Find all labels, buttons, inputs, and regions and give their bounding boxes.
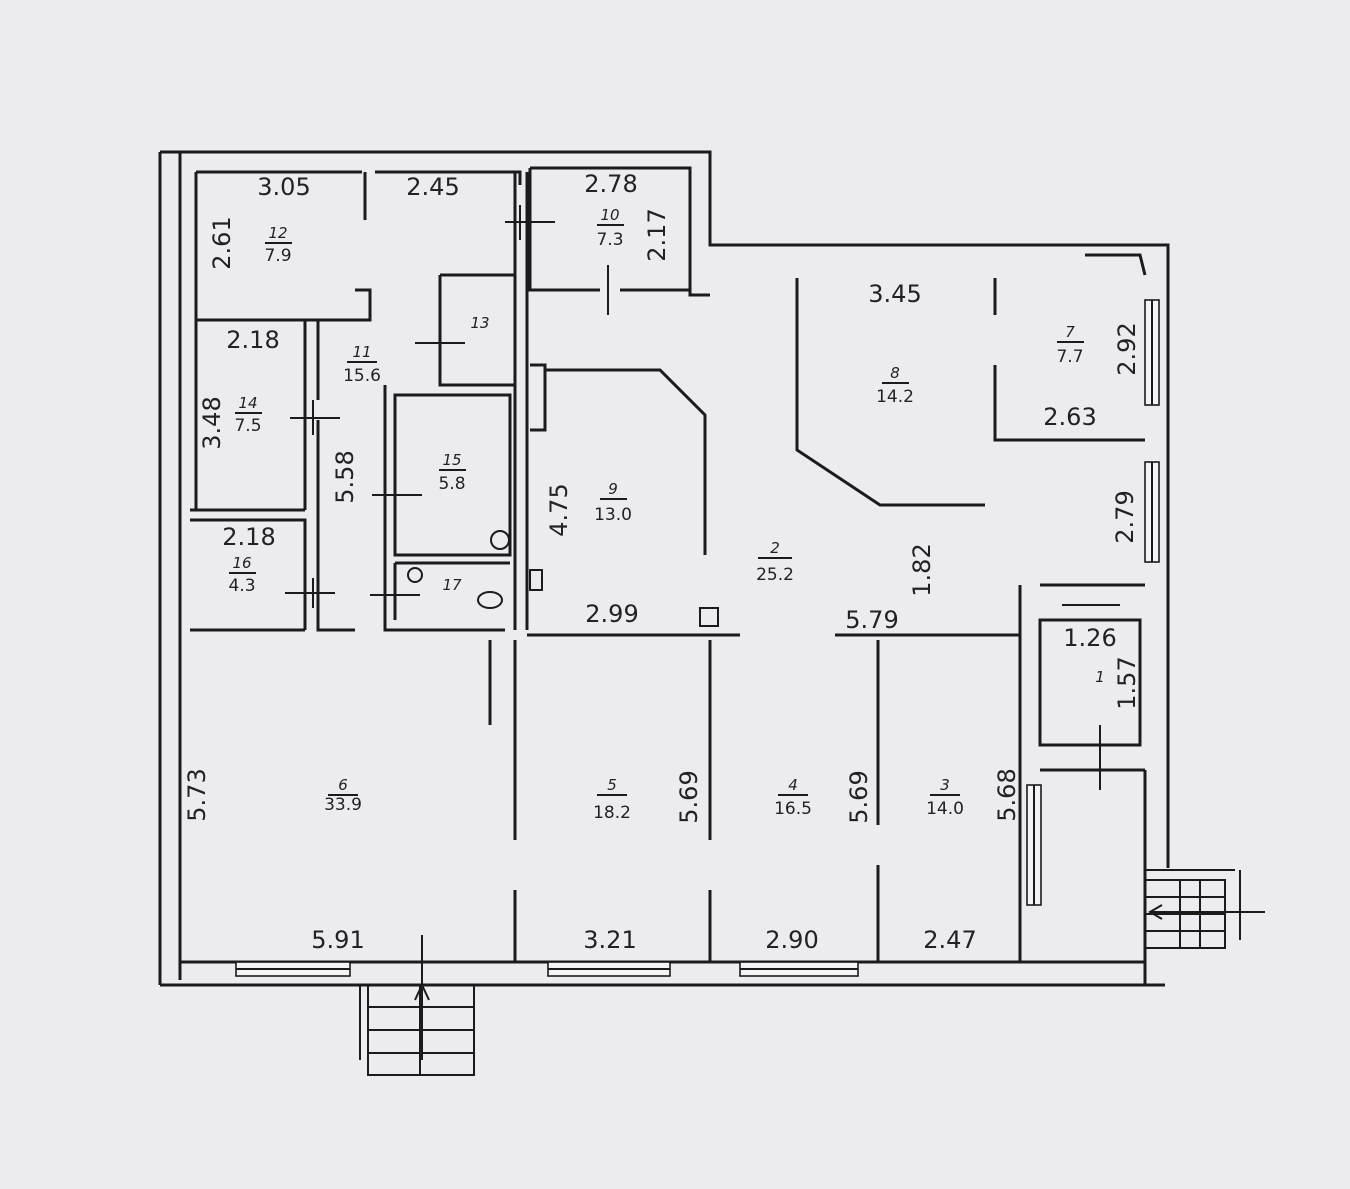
dim-label: 3.48 <box>198 396 226 449</box>
dim-label: 5.91 <box>311 926 364 954</box>
svg-text:7: 7 <box>1065 323 1075 341</box>
dim-label: 3.05 <box>257 173 310 201</box>
dim-label: 5.58 <box>331 450 359 503</box>
room-15-label: 155.8 <box>438 451 466 494</box>
stairs-entry-right <box>1144 869 1265 949</box>
room-14-label: 147.5 <box>234 394 262 436</box>
dim-label: 2.45 <box>406 173 459 201</box>
dim-label: 2.17 <box>643 208 671 261</box>
dim-label: 1.82 <box>908 543 936 596</box>
dim-label: 2.79 <box>1111 490 1139 543</box>
svg-text:5.8: 5.8 <box>438 474 465 494</box>
dim-label: 2.47 <box>923 926 976 954</box>
room-1-label: 1 <box>1095 668 1105 686</box>
dim-label: 2.18 <box>222 523 275 551</box>
dim-label: 2.92 <box>1113 322 1141 375</box>
dim-label: 3.45 <box>868 280 921 308</box>
room-8-label: 814.2 <box>876 364 914 407</box>
svg-text:14.2: 14.2 <box>876 387 914 407</box>
svg-text:15.6: 15.6 <box>343 366 381 386</box>
windows-right <box>1026 299 1160 906</box>
svg-text:2: 2 <box>770 539 780 557</box>
dim-label: 2.99 <box>585 600 638 628</box>
svg-text:7.5: 7.5 <box>234 416 261 436</box>
svg-text:13: 13 <box>470 314 489 332</box>
room-3-label: 314.0 <box>926 776 964 819</box>
room-11-label: 11 15.6 <box>343 343 381 386</box>
dim-label: 2.18 <box>226 326 279 354</box>
dim-label: 3.21 <box>583 926 636 954</box>
dim-label: 5.69 <box>675 770 703 823</box>
dim-label: 5.69 <box>845 770 873 823</box>
svg-text:14: 14 <box>238 394 257 412</box>
dim-label: 2.63 <box>1043 403 1096 431</box>
dim-label: 2.78 <box>584 170 637 198</box>
room-10-label: 107.3 <box>596 206 624 250</box>
dim-label: 1.57 <box>1113 656 1141 709</box>
dim-label: 5.79 <box>845 606 898 634</box>
svg-text:17: 17 <box>442 576 462 594</box>
svg-text:15: 15 <box>442 451 461 469</box>
svg-text:1: 1 <box>1095 668 1105 686</box>
svg-text:18.2: 18.2 <box>593 803 631 823</box>
svg-text:3: 3 <box>940 776 950 794</box>
room-12-label: 127.9 <box>264 224 292 266</box>
svg-text:7.3: 7.3 <box>596 230 623 250</box>
svg-text:16.5: 16.5 <box>774 799 812 819</box>
room-2-label: 225.2 <box>756 539 794 585</box>
svg-text:4: 4 <box>788 776 798 794</box>
room-6-label: 633.9 <box>324 776 362 815</box>
stairs-entry-bottom <box>359 935 475 1076</box>
dim-label: 2.61 <box>208 216 236 269</box>
room-13-label: 13 <box>470 314 489 332</box>
dim-label: 4.75 <box>545 483 573 536</box>
dim-label: 5.73 <box>183 768 211 821</box>
windows-bottom <box>235 961 859 977</box>
dim-label: 1.26 <box>1063 624 1116 652</box>
door-marks <box>285 205 1120 790</box>
dim-label: 2.90 <box>765 926 818 954</box>
svg-text:10: 10 <box>600 206 619 224</box>
dimension-labels: 3.05 2.45 2.78 2.17 2.61 2.18 3.48 5.58 … <box>183 170 1141 954</box>
outer-walls <box>158 150 1170 987</box>
svg-text:5: 5 <box>607 776 617 794</box>
svg-text:9: 9 <box>608 480 618 498</box>
svg-text:4.3: 4.3 <box>228 576 255 596</box>
room-16-label: 164.3 <box>228 554 256 596</box>
interior-walls <box>190 166 1147 962</box>
svg-text:16: 16 <box>232 554 251 572</box>
svg-text:12: 12 <box>268 224 287 242</box>
svg-text:25.2: 25.2 <box>756 565 794 585</box>
room-5-label: 518.2 <box>593 776 631 823</box>
svg-text:7.9: 7.9 <box>264 246 291 266</box>
plumbing-fixtures <box>407 530 510 609</box>
svg-text:11: 11 <box>352 343 371 361</box>
svg-text:8: 8 <box>890 364 900 382</box>
svg-text:13.0: 13.0 <box>594 505 632 525</box>
svg-text:14.0: 14.0 <box>926 799 964 819</box>
room-7-label: 77.7 <box>1056 323 1084 367</box>
dim-label: 5.68 <box>993 768 1021 821</box>
room-4-label: 416.5 <box>774 776 812 819</box>
svg-text:33.9: 33.9 <box>324 795 362 815</box>
svg-text:7.7: 7.7 <box>1056 347 1083 367</box>
room-9-label: 913.0 <box>594 480 632 525</box>
svg-text:6: 6 <box>338 776 348 794</box>
room-17-label: 17 <box>442 576 462 594</box>
